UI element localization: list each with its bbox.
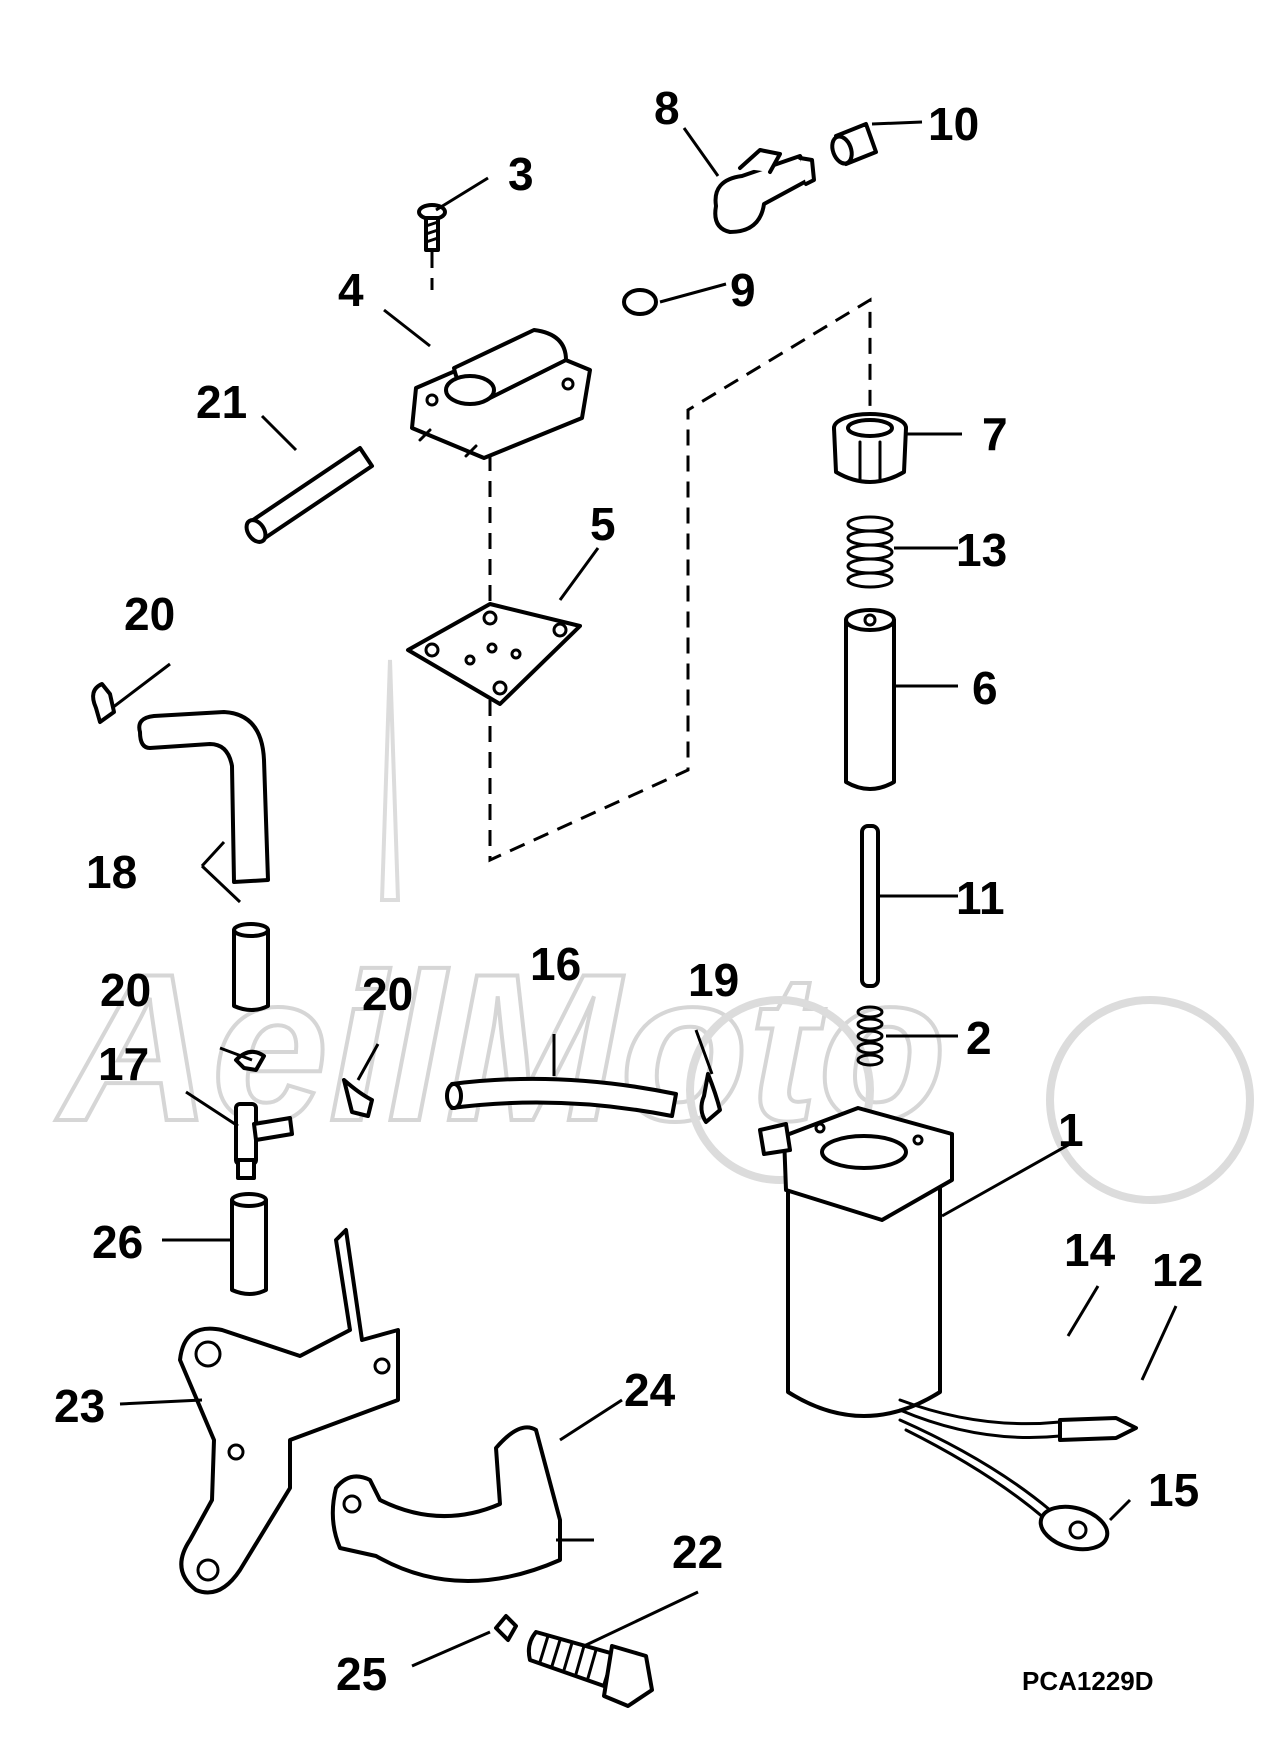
callout-10: 10 — [928, 98, 979, 150]
callout-20-top: 20 — [124, 588, 175, 640]
callout-13: 13 — [956, 524, 1007, 576]
bracket-part-23 — [178, 1228, 400, 1595]
hose-part-16 — [445, 1076, 678, 1118]
elbow-fitting-part-8 — [713, 148, 816, 234]
tee-fitting-part-17 — [234, 1102, 294, 1180]
callout-20-right: 20 — [362, 968, 413, 1020]
small-spring-part-2 — [856, 1005, 884, 1067]
bolt-part-22 — [526, 1630, 654, 1708]
filter-cap-part-7 — [832, 412, 908, 484]
callout-26: 26 — [92, 1216, 143, 1268]
leader-lines — [111, 120, 1178, 1668]
callout-4: 4 — [338, 264, 364, 316]
watermark-text: AeilMoto — [55, 930, 947, 1165]
spring-part-13 — [846, 515, 894, 589]
clamp-part-20-right — [342, 1078, 374, 1118]
hose-part-18 — [137, 710, 270, 1012]
alignment-lines — [430, 252, 872, 863]
callout-19: 19 — [688, 954, 739, 1006]
callout-5: 5 — [590, 498, 616, 550]
callout-8: 8 — [654, 82, 680, 134]
callout-labels: 3 4 21 5 8 10 9 7 13 6 11 2 20 18 20 20 … — [54, 82, 1203, 1700]
rod-part-11 — [860, 824, 880, 988]
o-ring-part-9 — [622, 288, 658, 316]
callout-11: 11 — [956, 872, 1005, 924]
hose-part-26 — [230, 1192, 268, 1296]
callout-12: 12 — [1152, 1244, 1203, 1296]
watermark: AeilMoto — [53, 659, 1254, 1204]
callout-20-middle: 20 — [100, 964, 151, 1016]
cap-part-10 — [830, 122, 878, 166]
clamp-part-19 — [699, 1072, 722, 1124]
callout-3: 3 — [508, 148, 534, 200]
callout-15: 15 — [1148, 1464, 1199, 1516]
screw-part-3 — [417, 203, 447, 252]
callout-23: 23 — [54, 1380, 105, 1432]
strap-part-24 — [330, 1425, 562, 1584]
filter-element-part-6 — [844, 608, 896, 791]
callout-17: 17 — [98, 1038, 149, 1090]
drawing-code: PCA1229D — [1022, 1666, 1154, 1696]
callout-6: 6 — [972, 662, 998, 714]
callout-24: 24 — [624, 1364, 676, 1416]
callout-25: 25 — [336, 1648, 387, 1700]
callout-16: 16 — [530, 938, 581, 990]
wire-leads-parts-12-14-15 — [898, 1398, 1138, 1552]
callout-18: 18 — [86, 846, 137, 898]
gasket-part-5 — [406, 602, 582, 706]
callout-9: 9 — [730, 264, 756, 316]
filter-bowl-part-1 — [758, 1106, 954, 1418]
callout-1: 1 — [1058, 1104, 1084, 1156]
clamp-part-20-top — [91, 682, 116, 724]
callout-14: 14 — [1064, 1224, 1116, 1276]
callout-22: 22 — [672, 1526, 723, 1578]
callout-7: 7 — [982, 408, 1008, 460]
callout-2: 2 — [966, 1012, 992, 1064]
washer-part-25 — [494, 1614, 518, 1642]
pump-cover-part-4 — [410, 328, 592, 460]
callout-21: 21 — [196, 376, 247, 428]
hose-part-21 — [244, 446, 374, 544]
